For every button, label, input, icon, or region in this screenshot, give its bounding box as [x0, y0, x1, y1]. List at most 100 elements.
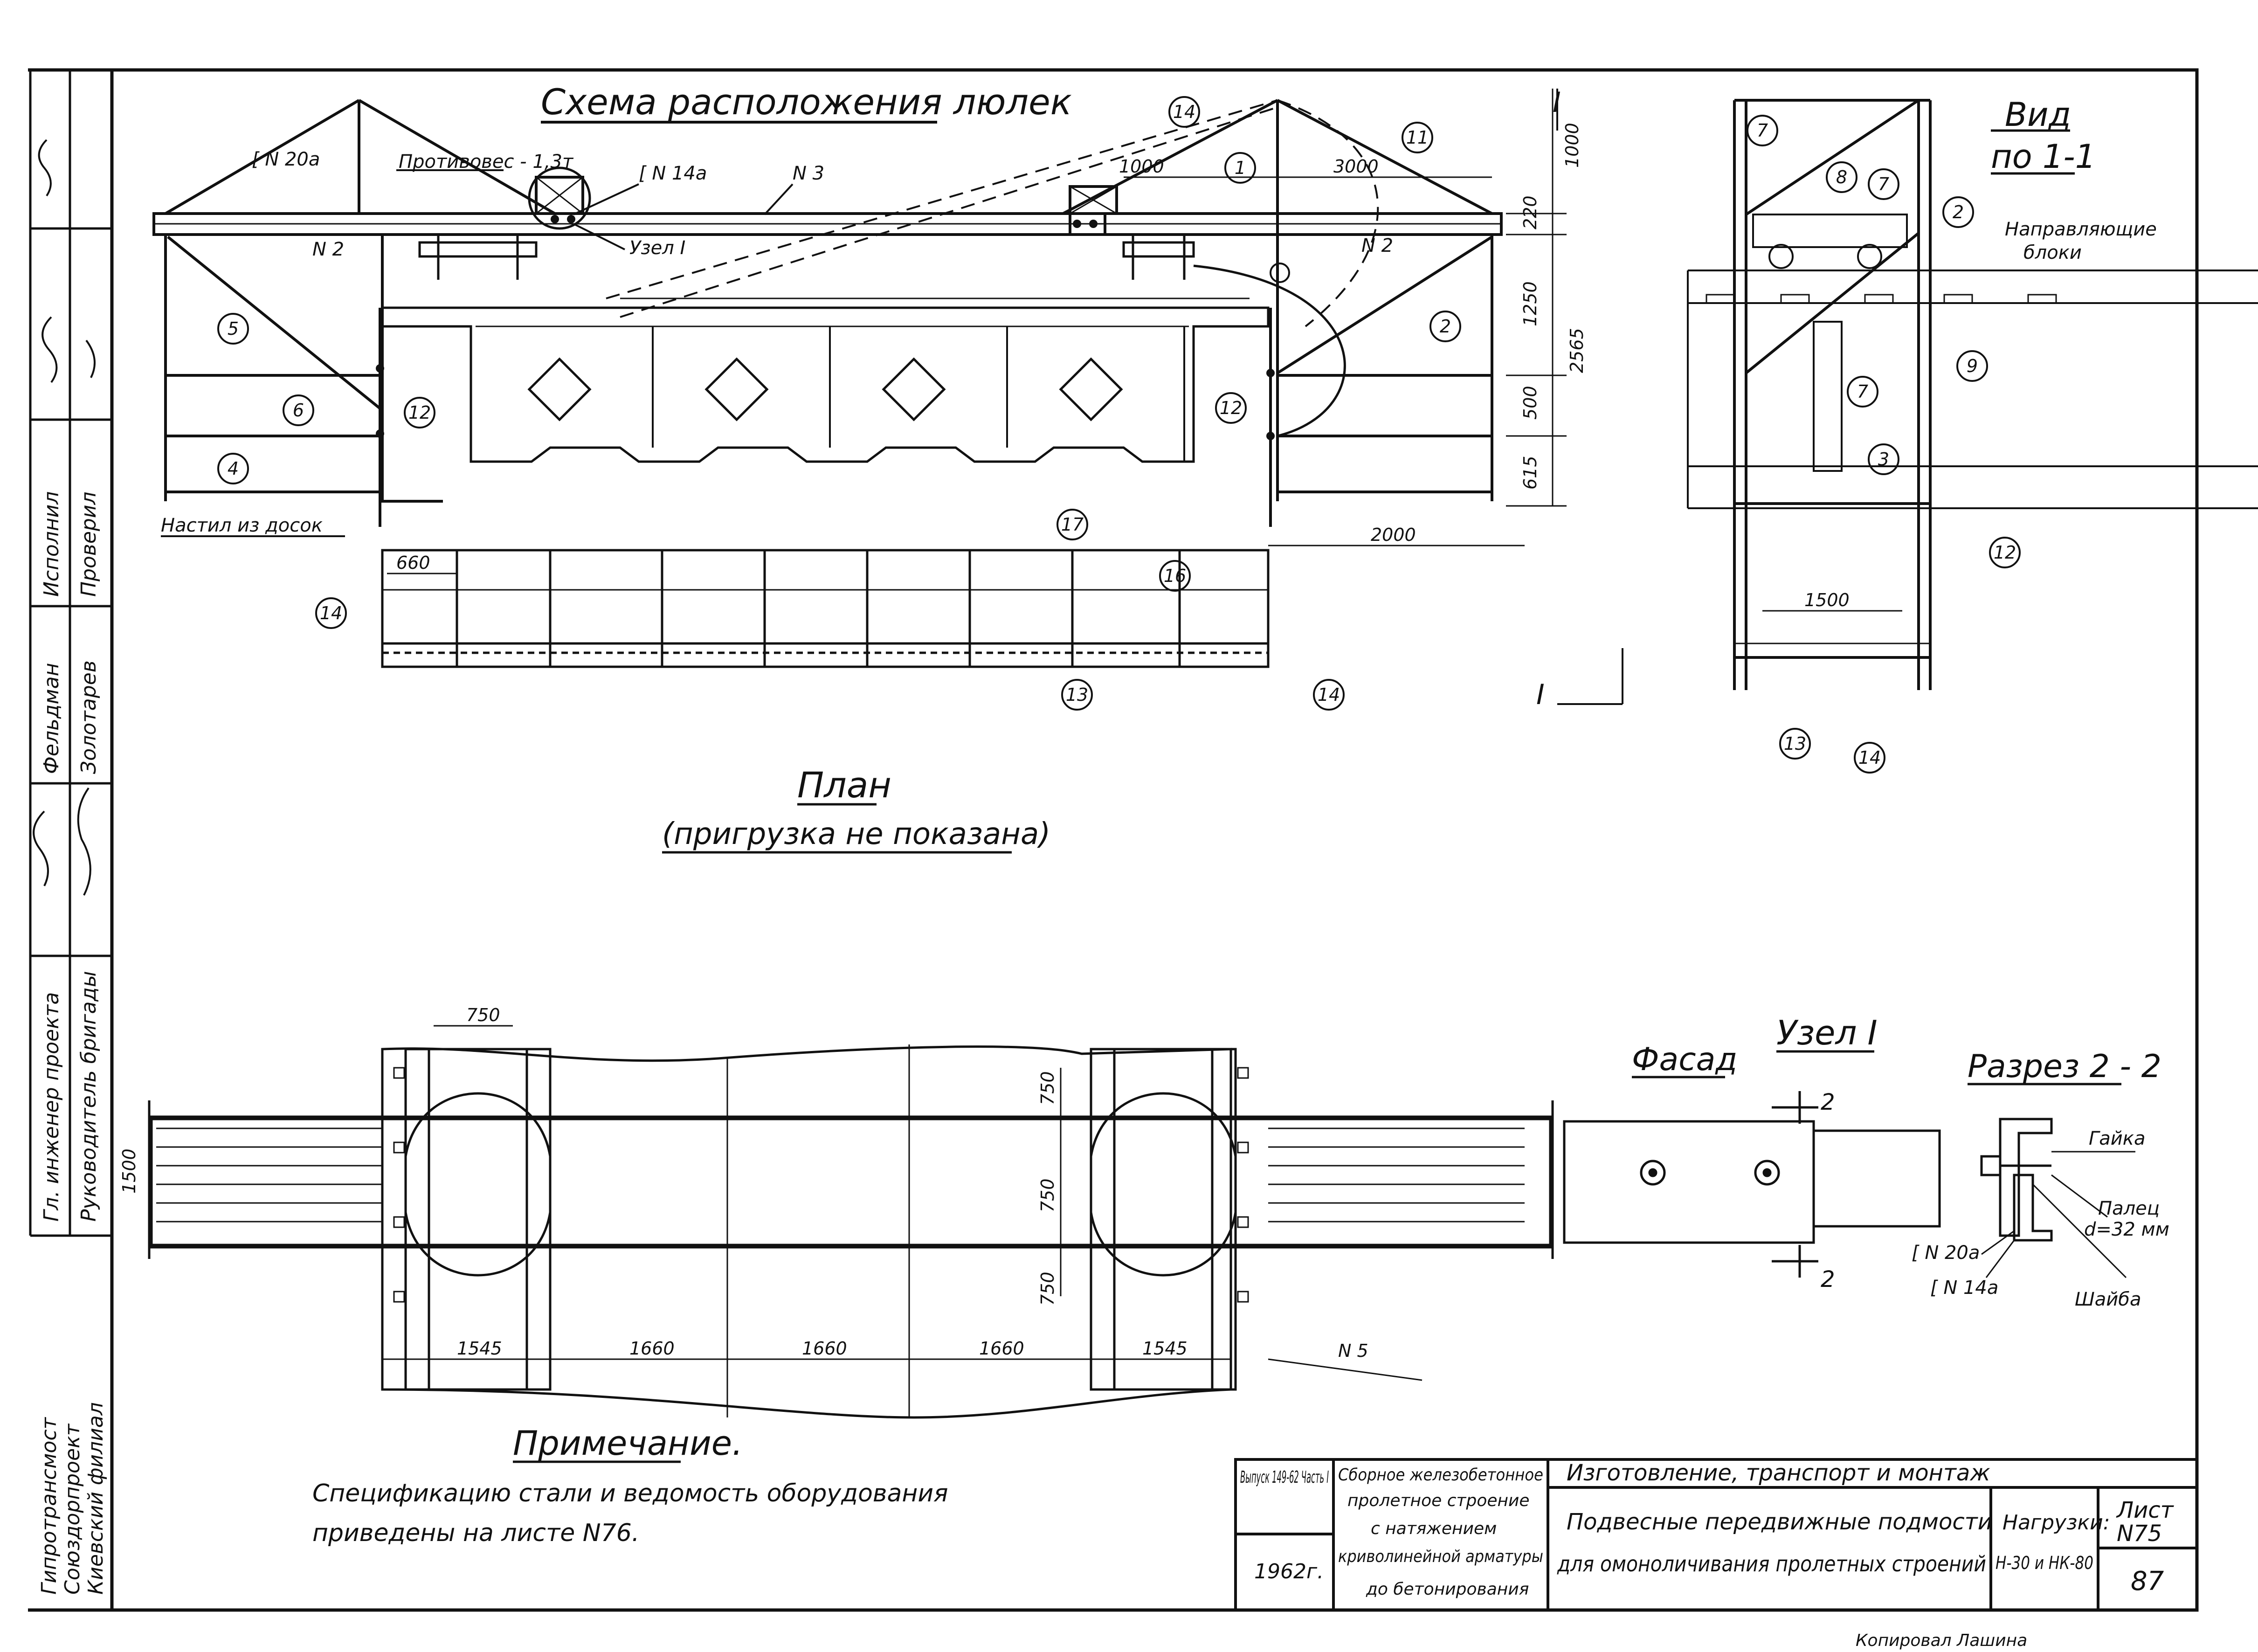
dim-1545-b: 1545 — [1142, 1338, 1188, 1359]
sec2-top: 2 — [1821, 1089, 1835, 1115]
dim-750-b: 750 — [1037, 1178, 1058, 1212]
label-deck: Настил из досок — [161, 515, 323, 536]
label-node-ref: Узел I — [629, 237, 685, 259]
title-block: Выпуск 149-62 Часть I 1962г. Сборное жел… — [1234, 1458, 2198, 1611]
tb-sheet-label: Лист — [2116, 1497, 2175, 1523]
tb-desc-4: криволинейной арматуры — [1338, 1547, 1543, 1566]
view-1-1: Вид по 1-1 — [1687, 96, 2258, 774]
facade-title: Фасад — [1632, 1041, 1737, 1078]
sidebar-role-1: Гл. инженер проекта — [40, 992, 63, 1222]
tb-loads-value: Н-30 и НК-80 — [1996, 1553, 2093, 1573]
label-guides-2: блоки — [2023, 242, 2082, 263]
dim-1000-h: 1000 — [1119, 156, 1164, 177]
view-title-2: по 1-1 — [1991, 138, 2096, 176]
scheme-title: Схема расположения люлек — [541, 81, 1072, 123]
tb-desc-3: с натяжением — [1371, 1519, 1497, 1538]
label-pin-2: d=32 мм — [2084, 1219, 2169, 1240]
label-washer: Шайба — [2075, 1289, 2141, 1310]
callout-9: 9 — [1967, 356, 1978, 376]
tb-desc-1: Сборное железобетонное — [1338, 1465, 1543, 1485]
note-block: Примечание. Спецификацию стали и ведомос… — [312, 1424, 948, 1547]
dim-1500-plan: 1500 — [119, 1148, 139, 1194]
label-n3: N 3 — [793, 163, 824, 184]
note-line-1: Спецификацию стали и ведомость оборудова… — [312, 1479, 948, 1507]
tb-loads-label: Нагрузки: — [2003, 1511, 2110, 1534]
view-title-1: Вид — [2005, 96, 2071, 134]
label-pin-1: Палец — [2098, 1198, 2160, 1219]
sidebar-org-1: Гипротрансмост — [37, 1417, 61, 1595]
callout-12-left: 12 — [408, 402, 431, 423]
callout-2-view: 2 — [1953, 202, 1964, 222]
dim-1500-view: 1500 — [1804, 590, 1850, 610]
callout-8: 8 — [1836, 167, 1847, 187]
tb-drawing-title-2: для омоноличивания пролетных строений — [1557, 1551, 1986, 1576]
callout-5: 5 — [228, 318, 239, 339]
left-sidebar: Гл. инженер проекта Руководитель бригады… — [29, 70, 112, 1595]
label-channel-14a: [ N 14а — [639, 163, 707, 184]
plan-title: План — [797, 764, 891, 806]
callout-13: 13 — [1066, 684, 1088, 705]
callout-13-view: 13 — [1784, 733, 1806, 754]
tb-year: 1962г. — [1254, 1560, 1324, 1583]
tb-drawing-title-1: Подвесные передвижные подмости — [1567, 1509, 1992, 1535]
dim-750-c: 750 — [1037, 1272, 1058, 1306]
sidebar-org-3: Киевский филиал — [84, 1402, 108, 1595]
sec2-bottom: 2 — [1821, 1266, 1835, 1293]
footer-copied: Копировал Лашина — [1856, 1631, 2027, 1650]
section-2-2 — [1980, 1118, 2135, 1279]
callout-6: 6 — [293, 400, 304, 421]
callout-11: 11 — [1406, 127, 1429, 148]
callout-4: 4 — [228, 458, 239, 479]
dim-1000-v: 1000 — [1562, 123, 1582, 168]
dim-750-top: 750 — [466, 1005, 500, 1025]
label-n2-left: N 2 — [312, 239, 344, 260]
dim-2565: 2565 — [1567, 328, 1587, 373]
cradle — [381, 549, 1270, 668]
girder-openings — [527, 357, 1123, 422]
label-counterweight: Противовес - 1,3т — [399, 151, 574, 173]
tb-desc-2: пролетное строение — [1347, 1491, 1530, 1510]
dim-660: 660 — [396, 553, 430, 573]
callout-15: 16 — [1164, 566, 1186, 586]
dim-750-a: 750 — [1037, 1071, 1058, 1105]
label-n2-right: N 2 — [1361, 235, 1393, 256]
sidebar-org-2: Союздорпроект — [61, 1423, 84, 1595]
scheme-elevation: Схема расположения люлек — [152, 81, 1623, 711]
label-channel-20a: [ N 20а — [252, 149, 320, 170]
label-nut: Гайка — [2089, 1128, 2145, 1149]
callout-7-b: 7 — [1878, 174, 1889, 194]
plan-view: План (пригрузка не показана) — [111, 764, 1554, 1419]
callout-7-c: 7 — [1857, 381, 1868, 402]
tb-page: 87 — [2131, 1566, 2164, 1597]
cut-mark-bottom: I — [1536, 678, 1545, 711]
callout-10: 14 — [1173, 102, 1195, 122]
callouts-elevation — [217, 96, 1461, 711]
callout-17: 12 — [1994, 542, 2016, 563]
dim-1250: 1250 — [1520, 281, 1540, 326]
callout-7-a: 7 — [1757, 120, 1768, 141]
callout-1: 1 — [1235, 158, 1246, 178]
callout-16: 17 — [1061, 514, 1084, 535]
node-i: Узел I Фасад Разрез 2 - 2 2 2 — [1563, 1013, 2169, 1310]
dim-1545-a: 1545 — [457, 1338, 502, 1359]
callout-14-view: 14 — [1858, 747, 1881, 768]
plan-note: (пригрузка не показана) — [662, 817, 1050, 851]
dim-1660-a: 1660 — [629, 1338, 675, 1359]
dim-615: 615 — [1520, 456, 1540, 490]
dim-2000: 2000 — [1371, 525, 1416, 545]
sidebar-name-3: Проверил — [77, 491, 101, 597]
node-i-marker — [528, 166, 591, 230]
tb-sheet-no: N75 — [2117, 1521, 2162, 1547]
callout-14-right: 14 — [1318, 684, 1340, 705]
tb-issue: Выпуск 149-62 Часть I — [1240, 1468, 1329, 1487]
callout-3: 3 — [1878, 449, 1889, 470]
label-sec-ch20: [ N 20а — [1912, 1242, 1980, 1264]
dim-1660-b: 1660 — [802, 1338, 847, 1359]
sidebar-name-2: Золотарев — [77, 660, 101, 774]
label-sec-ch14: [ N 14а — [1930, 1277, 1998, 1299]
girder-section — [381, 297, 1270, 463]
sidebar-name-1: Фельдман — [40, 663, 63, 774]
sidebar-role-2: Руководитель бригады — [77, 971, 101, 1222]
note-title: Примечание. — [513, 1424, 743, 1463]
